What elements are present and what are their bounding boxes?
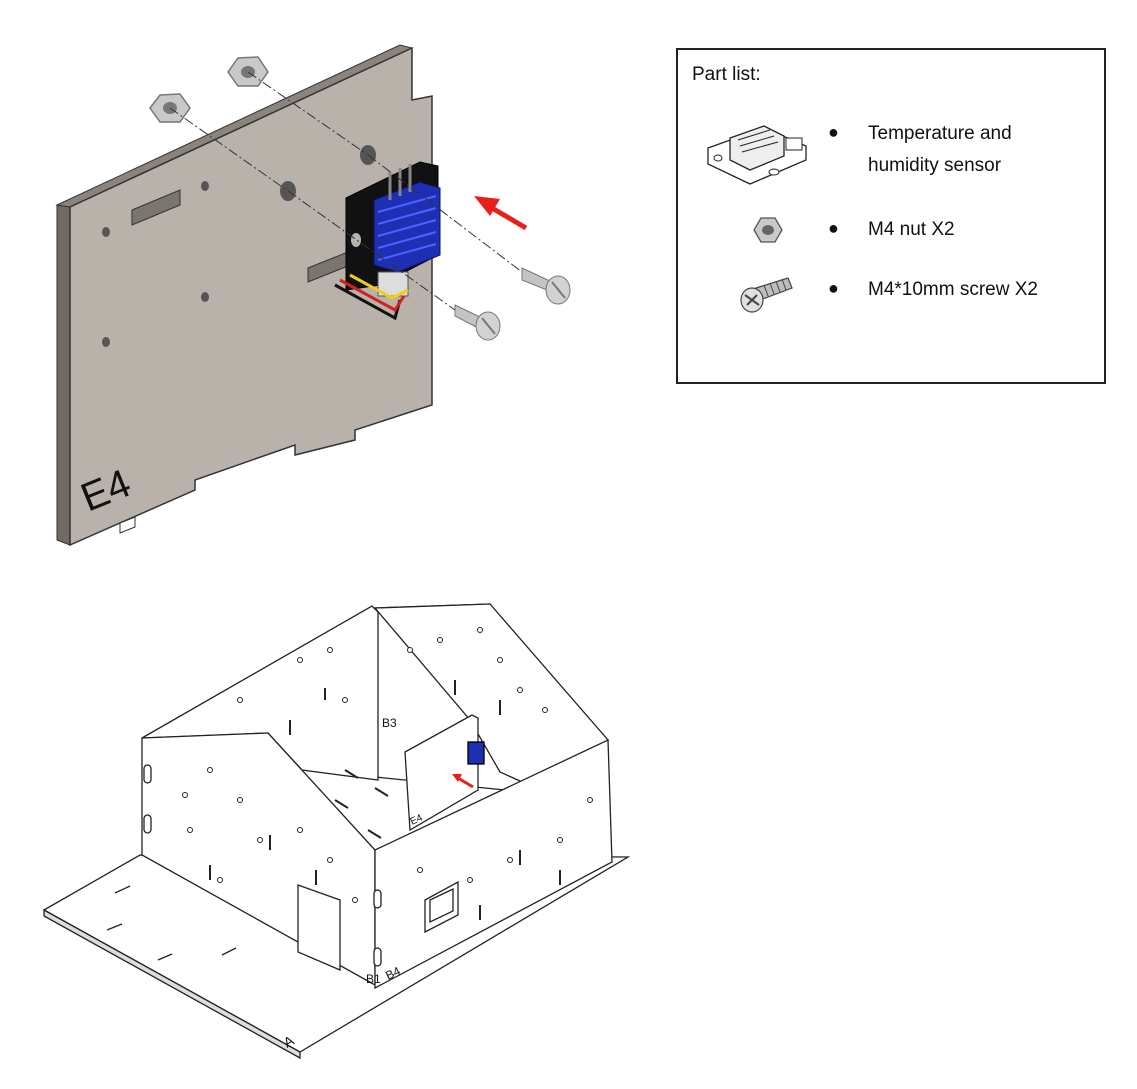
- m4-nut-icon: [753, 217, 783, 243]
- e4-panel-slot: [131, 189, 181, 226]
- wire-yellow: [349, 273, 409, 300]
- insertion-arrow: [474, 196, 528, 231]
- bullet: ●: [828, 278, 839, 298]
- e4-panel-hole: [102, 337, 110, 347]
- e4-panel-edge: [56, 204, 71, 546]
- part-list-box: Part list: ● Temperature and humidity se…: [676, 48, 1106, 384]
- assembled-arrow: [457, 776, 474, 789]
- assembled-sensor: [467, 741, 485, 765]
- base-plate-a-edge: [43, 908, 301, 1060]
- part-name-sensor: Temperature and humidity sensor: [868, 123, 1012, 176]
- label-b4: B4: [383, 964, 403, 983]
- e4-panel-hole: [102, 227, 110, 237]
- m4-screw: [521, 267, 571, 305]
- full-assembly-view: B3 E4 B1 B4 A: [42, 603, 631, 1060]
- e4-panel-face: [69, 46, 433, 547]
- wire-red: [339, 278, 406, 312]
- label-b1: B1: [366, 972, 381, 986]
- part-name-screw: M4*10mm screw X2: [868, 279, 1038, 300]
- m4-screw-icon: [740, 277, 793, 313]
- e4-panel-exploded-view: E4: [55, 44, 571, 547]
- label-b3: B3: [382, 716, 397, 730]
- e4-panel-notch: [119, 516, 136, 534]
- temperature-humidity-sensor: [334, 161, 441, 321]
- bullet: ●: [828, 122, 839, 142]
- part-list-title: Part list:: [692, 64, 761, 85]
- alignment-lines: [169, 71, 523, 311]
- temperature-humidity-sensor-icon: [707, 125, 807, 185]
- bullet: ●: [828, 218, 839, 238]
- e4-panel-hole: [201, 292, 209, 302]
- label-e4: E4: [409, 812, 425, 827]
- m4-nut: [227, 56, 269, 87]
- door-b1: [297, 884, 341, 971]
- sensor-mount-hole: [351, 233, 361, 247]
- part-name-nut: M4 nut X2: [868, 219, 955, 240]
- sensor-pins: [388, 164, 412, 200]
- e4-panel-hole: [201, 181, 209, 191]
- m4-screw: [454, 304, 501, 341]
